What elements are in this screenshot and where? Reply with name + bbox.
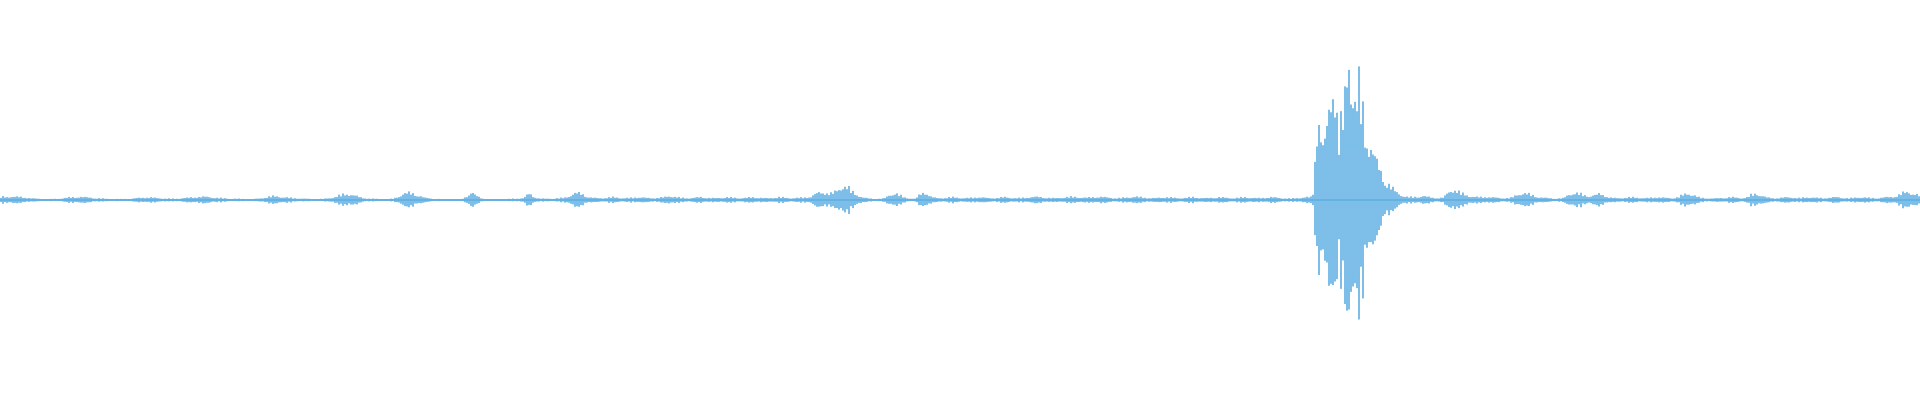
waveform-path — [0, 66, 1920, 320]
waveform-bars — [0, 66, 1920, 320]
